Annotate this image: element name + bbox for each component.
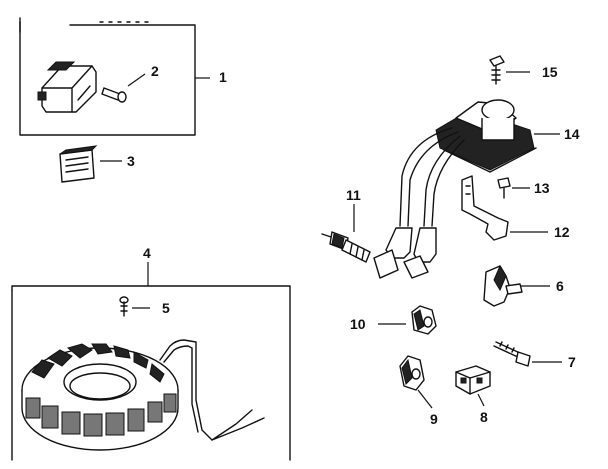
callout-15: 15 <box>542 64 558 80</box>
callout-9: 9 <box>430 411 438 427</box>
callout-2: 2 <box>151 63 159 79</box>
screw-5 <box>119 296 150 317</box>
connector-8 <box>455 365 491 407</box>
callout-6: 6 <box>556 278 564 294</box>
bracket-12 <box>461 175 548 241</box>
bolt-15 <box>489 55 530 85</box>
grommet-10 <box>378 305 437 335</box>
screw-2 <box>101 73 146 103</box>
terminal-block-3 <box>59 145 122 183</box>
callout-1: 1 <box>219 69 227 85</box>
callout-12: 12 <box>554 224 570 240</box>
clip-6 <box>483 264 550 307</box>
callout-11: 11 <box>346 187 361 203</box>
ignition-module <box>37 61 97 113</box>
kit-4-bracket <box>11 262 291 461</box>
bolt-7 <box>493 341 562 367</box>
callout-8: 8 <box>480 409 488 425</box>
cap-9 <box>399 355 433 409</box>
spark-plug-leads <box>373 127 465 279</box>
kit-1-bracket <box>19 17 210 136</box>
callout-4: 4 <box>143 245 151 261</box>
stator <box>21 339 265 451</box>
callout-13: 13 <box>534 180 550 196</box>
ignition-coil <box>435 99 560 173</box>
callout-labels: 1 2 3 4 5 6 7 8 9 10 11 12 13 14 15 <box>127 63 580 427</box>
callout-3: 3 <box>127 153 135 169</box>
callout-5: 5 <box>162 300 170 316</box>
callout-10: 10 <box>350 316 366 332</box>
spark-plug <box>321 204 371 263</box>
callout-14: 14 <box>564 126 580 142</box>
callout-7: 7 <box>568 354 576 370</box>
screw-13 <box>497 177 530 199</box>
